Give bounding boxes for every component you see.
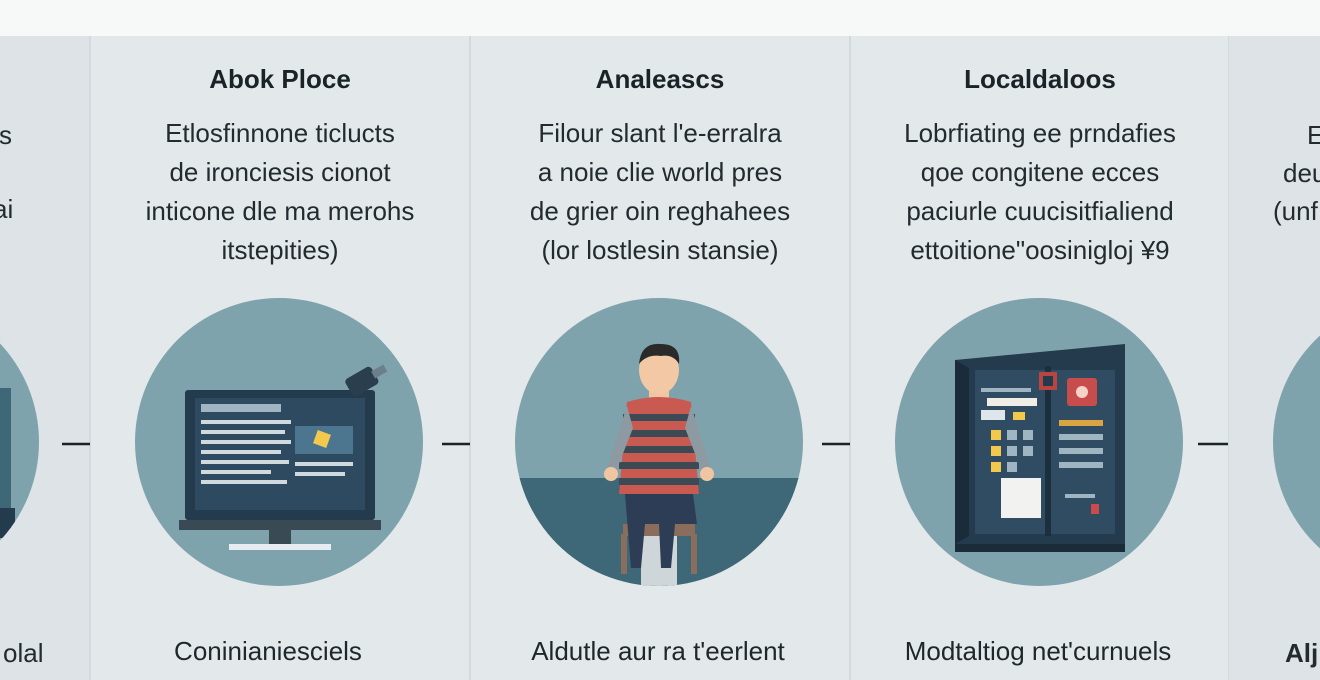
description-line: de grier oin reghahees <box>529 196 791 226</box>
right-illustration-circle <box>1273 298 1320 586</box>
description-line: Lobrfiating ee prndafies <box>904 118 1176 148</box>
top-bar <box>0 0 1320 36</box>
step-title: Analeascs <box>595 64 725 94</box>
description-line: de ironciesis cionot <box>169 157 391 187</box>
left-desc-line-1: s <box>0 120 12 150</box>
laptop-icon <box>0 388 15 538</box>
description-line: Etlosfinnone ticlucts <box>165 118 395 148</box>
panel-left-partial: s ai olal <box>0 36 90 680</box>
step-panel-2: Analeascs Filour slant l'e-erralra a noi… <box>470 36 850 680</box>
step-footer: Modtaltiog net'curnuels <box>904 636 1172 666</box>
description-line: inticone dle ma merohs <box>145 196 415 226</box>
step-footer: Aldutle aur ra t'eerlent <box>531 636 785 666</box>
description-line: paciurle cuucisitfialiend <box>906 196 1174 226</box>
description-line: ettoitione"oosinigloj ¥9 <box>910 235 1170 265</box>
right-desc-line-1: E <box>1307 120 1320 151</box>
step-illustration-circle <box>895 298 1183 586</box>
step-description: Filour slant l'e-erralra a noie clie wor… <box>485 114 835 270</box>
server-cabinet-icon <box>955 344 1125 552</box>
step-title: Abok Ploce <box>209 64 351 94</box>
description-line: itstepities) <box>221 235 339 265</box>
step-panel-1: Abok Ploce Etlosfinnone ticlucts de iron… <box>90 36 470 680</box>
monitor-icon <box>179 364 388 550</box>
description-line: qoe congitene ecces <box>920 157 1160 187</box>
description-line: Filour slant l'e-erralra <box>538 118 782 148</box>
panel-right-partial: E deu (unf Alj <box>1228 36 1320 680</box>
step-illustration-circle <box>515 298 803 586</box>
person-icon <box>515 343 803 586</box>
description-line: (lor lostlesin stansie) <box>541 235 779 265</box>
step-panel-3: Localdaloos Lobrfiating ee prndafies qoe… <box>850 36 1230 680</box>
step-description: Etlosfinnone ticlucts de ironciesis cion… <box>105 114 455 270</box>
left-illustration-circle <box>0 298 39 586</box>
step-footer: Coninianiesciels <box>174 636 362 666</box>
left-desc-line-2: ai <box>0 194 14 224</box>
right-desc-line-2: deu <box>1283 158 1320 188</box>
left-footer: olal <box>3 638 44 668</box>
step-description: Lobrfiating ee prndafies qoe congitene e… <box>865 114 1215 270</box>
description-line: a noie clie world pres <box>537 157 783 187</box>
step-illustration-circle <box>135 298 423 586</box>
right-desc-line-3: (unf <box>1273 196 1318 226</box>
step-title: Localdaloos <box>964 64 1116 94</box>
right-footer: Alj <box>1285 638 1319 668</box>
